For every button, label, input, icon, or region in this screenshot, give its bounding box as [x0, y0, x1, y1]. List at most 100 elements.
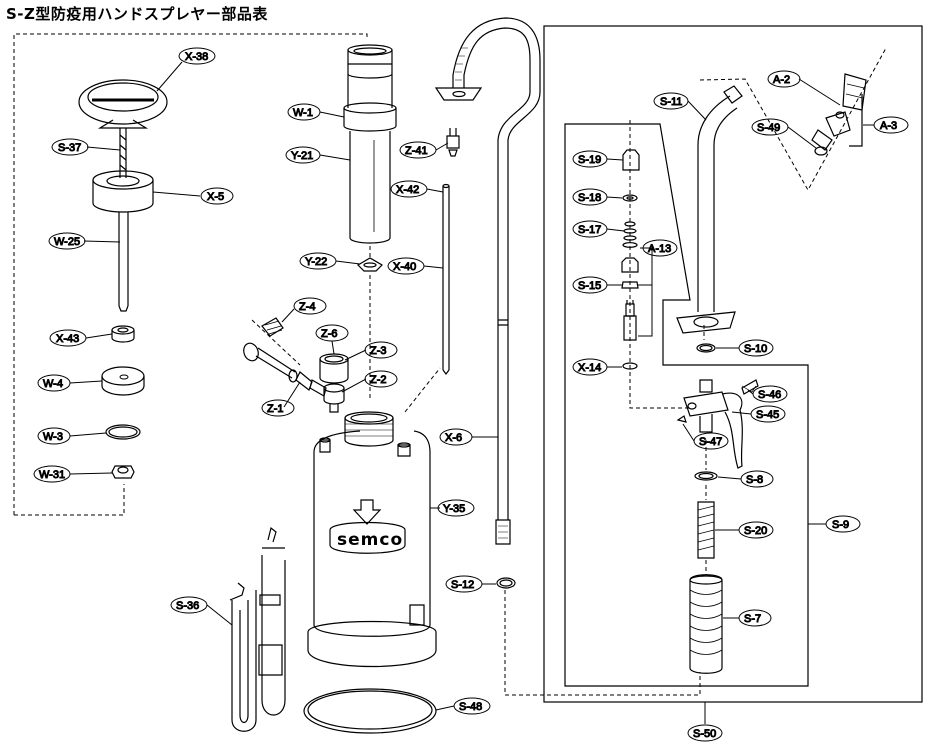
label-z6: Z-6	[321, 328, 338, 340]
label-w1: W-1	[293, 107, 313, 119]
label-s20: S-20	[744, 525, 767, 537]
label-s49: S-49	[757, 122, 780, 134]
label-oval-s45	[750, 405, 786, 423]
label-x43: X-43	[56, 333, 79, 345]
label-z2: Z-2	[370, 374, 387, 386]
label-a2: A-2	[773, 74, 790, 86]
label-w4: W-4	[43, 378, 63, 390]
valve-stack	[621, 149, 640, 370]
label-oval-x43	[49, 329, 87, 347]
label-oval-y35	[437, 499, 475, 517]
label-s7: S-7	[744, 613, 761, 625]
page-title: S-Z型防疫用ハンドスプレヤー部品表	[6, 5, 268, 23]
label-oval-s12	[445, 575, 483, 593]
label-s15: S-15	[578, 280, 601, 292]
hose	[434, 17, 541, 589]
label-s19: S-19	[578, 154, 601, 166]
label-s46: S-46	[758, 389, 781, 401]
label-x14: X-14	[578, 362, 601, 374]
label-oval-s19	[572, 150, 608, 168]
label-x38: X-38	[185, 51, 208, 63]
label-oval-z41	[399, 141, 437, 159]
label-oval-w25	[48, 232, 86, 250]
label-oval-w3	[37, 427, 71, 445]
label-oval-s47	[693, 432, 729, 450]
label-s45: S-45	[756, 409, 779, 421]
label-oval-s7	[738, 609, 772, 627]
label-s8: S-8	[746, 474, 763, 486]
leader-lines	[69, 61, 874, 724]
label-oval-s46	[752, 385, 788, 403]
label-oval-a3	[873, 116, 909, 134]
label-w31: W-31	[39, 469, 65, 481]
label-a13: A-13	[648, 243, 671, 255]
label-x6: X-6	[445, 432, 462, 444]
label-x40: X-40	[393, 261, 416, 273]
tank	[303, 411, 437, 734]
label-s48: S-48	[459, 701, 482, 713]
label-w25: W-25	[54, 236, 80, 248]
label-oval-a2	[767, 70, 801, 88]
label-s18: S-18	[578, 192, 601, 204]
label-z41: Z-41	[405, 145, 428, 157]
label-s50: S-50	[693, 728, 716, 740]
label-s11: S-11	[660, 96, 682, 108]
label-oval-s15	[572, 276, 608, 294]
label-oval-z1	[261, 399, 295, 417]
label-oval-s37	[51, 138, 89, 156]
pump-cylinder	[343, 44, 450, 375]
label-oval-z2	[364, 370, 398, 388]
label-oval-z4	[293, 297, 327, 315]
label-s37: S-37	[58, 142, 81, 154]
label-oval-x42	[390, 180, 428, 198]
label-oval-s48	[453, 697, 491, 715]
label-y35: Y-35	[443, 503, 465, 515]
label-s47: S-47	[699, 436, 722, 448]
label-oval-x14	[572, 358, 608, 376]
label-s9: S-9	[832, 519, 849, 531]
label-oval-y22	[299, 252, 337, 270]
label-oval-w4	[37, 374, 71, 392]
label-oval-z3	[364, 341, 398, 359]
spray-lance	[676, 73, 867, 353]
label-z4: Z-4	[299, 301, 316, 313]
label-oval-s8	[740, 470, 774, 488]
label-oval-x5	[200, 187, 234, 205]
label-oval-x6	[439, 428, 473, 446]
label-y22: Y-22	[305, 256, 327, 268]
label-z3: Z-3	[370, 345, 387, 357]
label-oval-s9	[825, 515, 861, 533]
trigger-valve	[676, 379, 759, 481]
label-oval-x38	[178, 47, 216, 65]
label-s17: S-17	[578, 224, 601, 236]
label-oval-s50	[687, 724, 723, 742]
tank-brand-logo: semco	[337, 530, 403, 550]
label-oval-s17	[572, 220, 608, 238]
label-oval-a13	[642, 239, 678, 257]
label-oval-s20	[738, 521, 774, 539]
label-oval-s49	[751, 118, 789, 136]
label-oval-s18	[572, 188, 608, 206]
label-oval-s36	[170, 596, 208, 614]
shoulder-strap	[229, 526, 286, 732]
spray-nozzles	[689, 501, 723, 674]
label-oval-w31	[33, 465, 71, 483]
label-a3: A-3	[880, 120, 897, 132]
label-oval-z6	[315, 324, 349, 342]
label-oval-w1	[287, 103, 321, 121]
assembly-frames	[543, 25, 923, 703]
label-w3: W-3	[43, 431, 63, 443]
valve-parts	[243, 317, 349, 413]
handle-assembly	[78, 79, 168, 479]
label-x42: X-42	[396, 184, 419, 196]
label-oval-s10	[738, 339, 774, 357]
label-x5: X-5	[207, 191, 224, 203]
label-z1: Z-1	[267, 403, 284, 415]
part-labels: X-38 S-37 X-5 W-25 X-43 W-4 W-3 W-31 W-1…	[33, 47, 909, 742]
label-s12: S-12	[451, 579, 474, 591]
label-oval-s11	[653, 92, 689, 110]
label-y21: Y-21	[291, 150, 313, 162]
label-s36: S-36	[176, 600, 199, 612]
label-s10: S-10	[744, 343, 767, 355]
